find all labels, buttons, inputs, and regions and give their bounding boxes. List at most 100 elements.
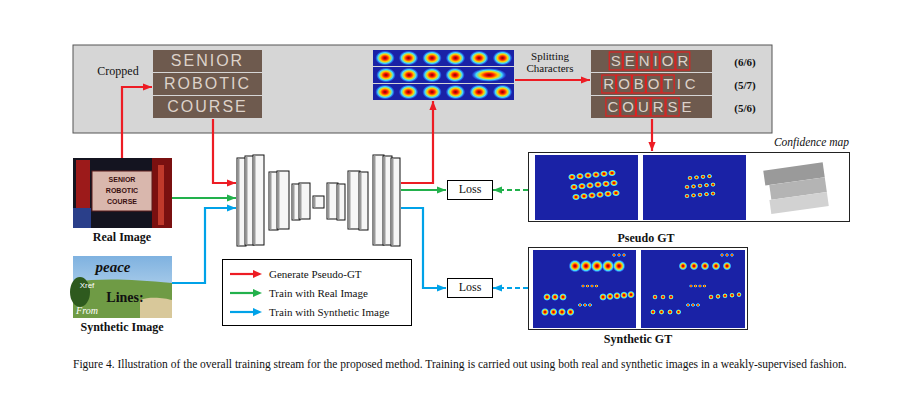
heat-blob	[684, 185, 690, 190]
network-layer	[348, 171, 360, 229]
loss-box: Loss	[447, 278, 493, 298]
heat-blob	[613, 260, 626, 273]
heat-blob	[586, 284, 590, 288]
legend-arrow	[229, 307, 263, 317]
layer-shade	[384, 157, 386, 245]
step-label: Cropped	[97, 65, 138, 78]
legend-line	[230, 310, 254, 312]
heat-blob	[541, 308, 549, 316]
heat-blob	[584, 172, 592, 179]
layer-shade	[270, 173, 272, 230]
stage-panel	[73, 45, 772, 133]
legend-head	[253, 289, 262, 297]
heat-blob	[622, 253, 626, 257]
heatmap-row	[373, 84, 514, 100]
heat-blob	[604, 190, 612, 197]
flow-arrows	[122, 80, 652, 288]
heat-blob	[707, 174, 713, 179]
heat-blob	[399, 85, 419, 100]
heat-blob	[722, 261, 731, 270]
scene-text: peace	[96, 259, 131, 276]
heat-blob	[720, 253, 724, 257]
heat-blob	[687, 176, 693, 181]
layer-shade	[392, 159, 394, 246]
legend-arrow	[229, 269, 263, 279]
legend-head	[253, 308, 262, 316]
sign-text: COURSE	[107, 198, 137, 206]
layer-shade	[254, 156, 256, 245]
heat-blob	[678, 261, 687, 270]
heat-blob	[608, 169, 616, 176]
layer-shade	[246, 157, 248, 245]
heat-blob	[689, 261, 698, 270]
heat-blob	[610, 179, 618, 186]
heat-blob	[578, 303, 582, 307]
legend-text: Train with Synthetic Image	[269, 306, 389, 318]
loss-box: Loss	[447, 180, 493, 200]
heat-blob	[594, 181, 602, 188]
heat-blob	[551, 293, 559, 301]
heat-blob	[697, 183, 703, 188]
ratio-label: (5/7)	[734, 79, 755, 91]
split-word: SENIOR	[611, 53, 693, 70]
layer-shade	[360, 173, 362, 230]
heat-blob	[697, 192, 703, 197]
heat-blob	[559, 293, 567, 301]
heat-blob	[691, 303, 695, 307]
heat-blob	[704, 183, 710, 188]
layer-shade	[349, 172, 351, 229]
heat-blob	[612, 189, 620, 196]
heat-blob	[627, 291, 635, 299]
heat-blob	[595, 284, 599, 288]
heat-blob	[730, 253, 734, 257]
heat-blob	[700, 261, 709, 270]
heat-blob	[568, 173, 576, 180]
heat-blob	[711, 261, 720, 270]
heat-blob	[620, 291, 628, 299]
heat-blob	[592, 171, 600, 178]
heat-blob	[599, 293, 607, 301]
legend-head	[253, 270, 262, 278]
heat-blob	[736, 292, 742, 298]
heat-blob	[691, 193, 697, 198]
heat-blob	[691, 184, 697, 189]
sign-text: ROBOTIC	[106, 187, 138, 195]
layer-shade	[314, 197, 316, 208]
sign-text: SENIOR	[109, 176, 136, 184]
heat-blob	[399, 68, 419, 83]
flow-arrow	[122, 87, 152, 158]
heat-blob	[543, 293, 551, 301]
flow-arrow	[213, 119, 236, 183]
heat-blob	[588, 303, 592, 307]
cropped-word: SENIOR	[171, 52, 244, 70]
heat-blob	[446, 51, 466, 66]
heat-blob	[580, 193, 588, 200]
heat-blobs	[375, 51, 742, 317]
network-layer	[373, 155, 384, 245]
box-label: Loss	[459, 183, 482, 196]
heat-blob	[725, 253, 729, 257]
step-label: Splitting Characters	[519, 50, 581, 74]
layer-shade	[328, 184, 330, 219]
confidence-map	[750, 155, 847, 220]
heat-blob	[668, 294, 674, 300]
real-photo	[73, 158, 172, 228]
ratio-label: (6/6)	[734, 56, 755, 68]
heat-blob	[399, 51, 419, 66]
heat-blob	[549, 308, 557, 316]
heat-blob	[700, 174, 706, 179]
heat-blob	[612, 253, 616, 257]
panel-title: Pseudo GT	[617, 232, 674, 245]
heat-blob	[729, 292, 735, 298]
heat-blob	[710, 191, 716, 196]
network-layer	[253, 155, 264, 245]
flow-arrow	[515, 79, 590, 81]
dashed-connector	[493, 189, 528, 191]
heat-blob	[704, 192, 710, 197]
cropped-word: COURSE	[167, 98, 247, 116]
network-layer	[359, 172, 368, 230]
heat-blob	[703, 284, 707, 288]
network-layer	[313, 196, 324, 208]
